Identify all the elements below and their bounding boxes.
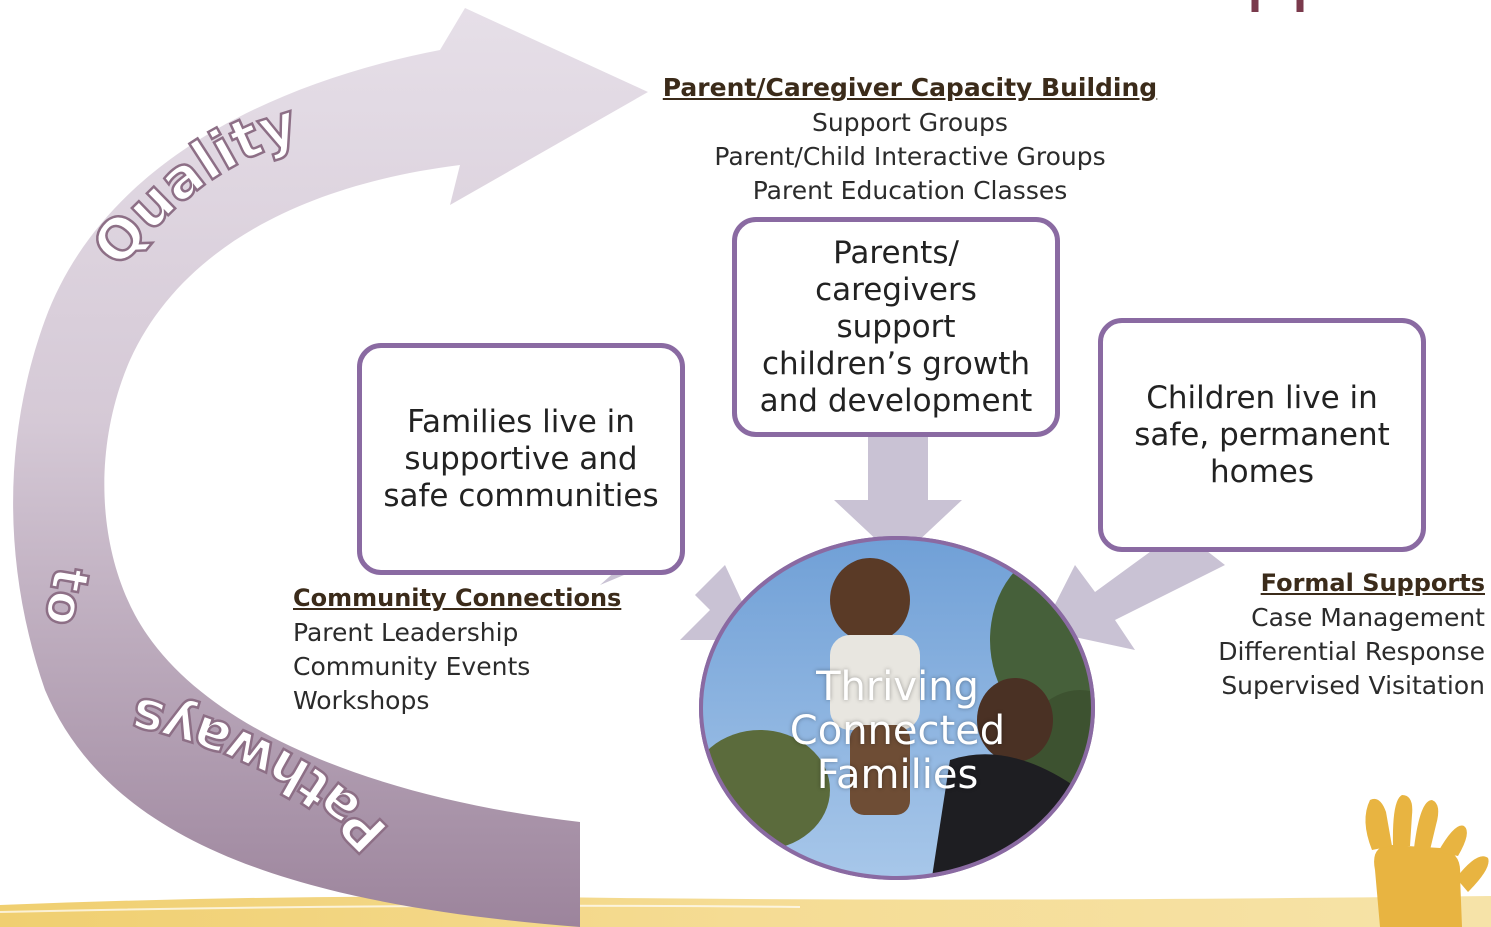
formal-supports-block: Formal Supports Case Management Differen… xyxy=(1150,565,1485,703)
outcome-box-right: Children live in safe, permanent homes xyxy=(1098,318,1426,552)
capacity-building-block: Parent/Caregiver Capacity Building Suppo… xyxy=(600,70,1220,208)
formal-item: Supervised Visitation xyxy=(1221,671,1485,700)
top-right-fragment xyxy=(1251,0,1304,12)
outcome-box-left: Families live in supportive and safe com… xyxy=(357,343,685,575)
outcome-box-right-text: Children live in safe, permanent homes xyxy=(1134,379,1390,490)
center-title: Thriving Connected Families xyxy=(789,664,1006,798)
community-item: Community Events xyxy=(293,652,531,681)
community-connections-title: Community Connections xyxy=(293,584,622,612)
arrow-from-center-box xyxy=(834,435,962,560)
bottom-banner xyxy=(0,896,1491,927)
capacity-building-title: Parent/Caregiver Capacity Building xyxy=(662,73,1158,102)
capacity-item: Parent/Child Interactive Groups xyxy=(714,142,1106,171)
community-item: Parent Leadership xyxy=(293,618,519,647)
formal-supports-title: Formal Supports xyxy=(1260,569,1485,597)
formal-item: Case Management xyxy=(1251,603,1485,632)
capacity-item: Parent Education Classes xyxy=(752,176,1068,205)
outcome-box-left-text: Families live in supportive and safe com… xyxy=(383,403,659,514)
pathways-arc-arrow xyxy=(13,8,649,927)
capacity-item: Support Groups xyxy=(812,108,1008,137)
arrow-from-right-box xyxy=(1042,530,1225,650)
formal-item: Differential Response xyxy=(1218,637,1485,666)
outcome-box-center: Parents/ caregivers support children’s g… xyxy=(732,217,1060,437)
arrow-from-left-box xyxy=(600,545,760,640)
community-connections-block: Community Connections Parent Leadership … xyxy=(293,580,633,718)
center-circle-inner-border xyxy=(699,536,1095,880)
arc-label-to: to xyxy=(33,563,100,630)
handprint-logo xyxy=(1365,795,1489,927)
outcome-box-center-text: Parents/ caregivers support children’s g… xyxy=(759,234,1033,419)
bottom-banner-streak xyxy=(0,904,801,913)
parent-lifting-child-photo xyxy=(701,538,1093,878)
community-item: Workshops xyxy=(293,686,430,715)
